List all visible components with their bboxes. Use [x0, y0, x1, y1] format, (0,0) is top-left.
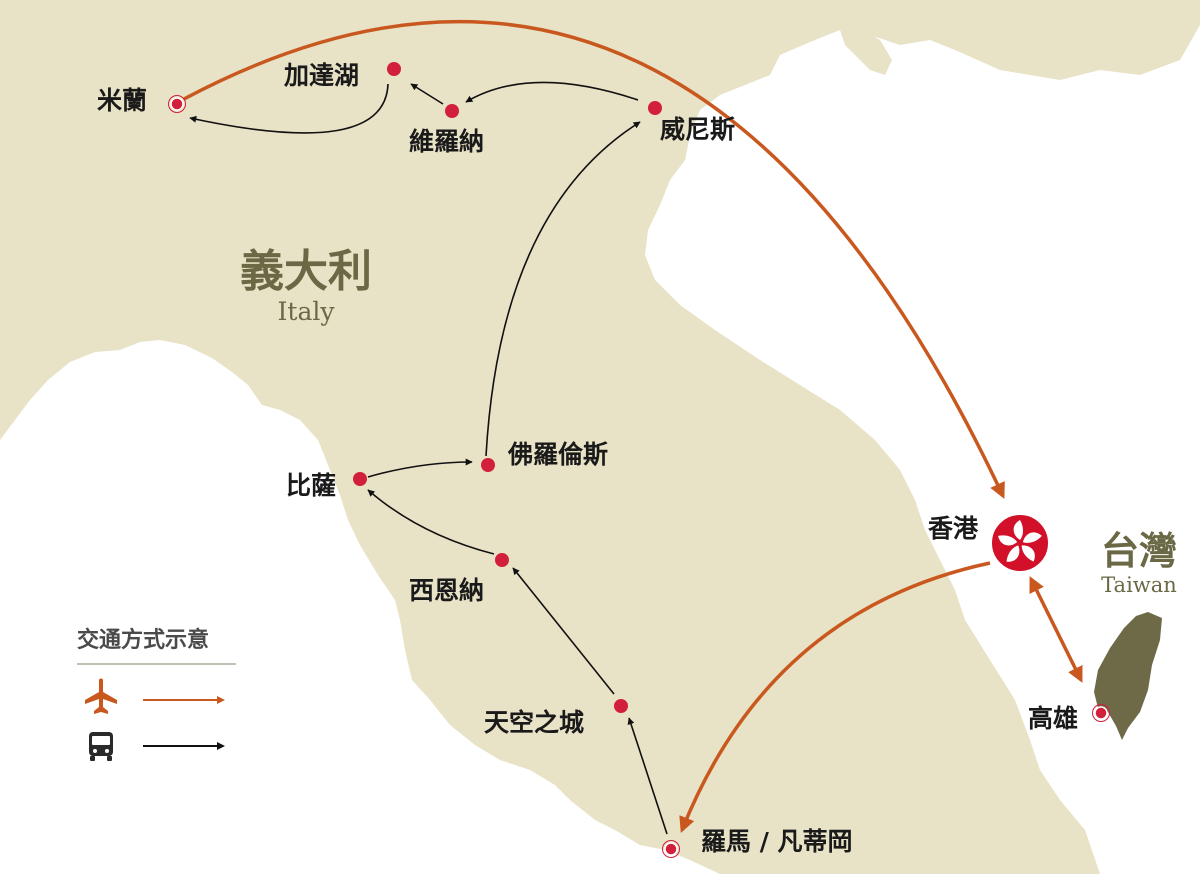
city-label-milan: 米蘭 [97, 86, 147, 115]
city-marker-venice [648, 101, 662, 115]
country-label-taiwan: 台灣 [1101, 528, 1177, 573]
route-bus-garda-milan [189, 83, 389, 134]
route-bus-civita-siena [512, 567, 615, 695]
route-bus-verona-garda [410, 83, 444, 105]
city-marker-civita [614, 699, 628, 713]
bus-icon [89, 732, 113, 761]
city-label-pisa: 比薩 [286, 471, 336, 500]
city-label-hongkong: 香港 [928, 514, 979, 543]
city-label-siena: 西恩納 [409, 576, 484, 605]
city-label-civita: 天空之城 [484, 708, 584, 737]
legend-title: 交通方式示意 [77, 627, 209, 653]
route-bus-siena-pisa [367, 489, 495, 555]
city-label-garda: 加達湖 [283, 61, 359, 90]
route-bus-pisa-florence [367, 458, 473, 478]
hongkong-flag-icon [990, 513, 1050, 573]
route-bus-florence-venice [485, 121, 641, 457]
route-flight-hongkong-kaohsiung [1029, 576, 1083, 683]
city-label-florence: 佛羅倫斯 [507, 440, 608, 469]
city-marker-pisa [353, 472, 367, 486]
city-marker-verona [445, 104, 459, 118]
city-marker-milan [168, 95, 186, 113]
city-label-verona: 維羅納 [409, 127, 484, 156]
land-taiwan [1094, 612, 1162, 740]
country-label-italy-en: Italy [278, 297, 336, 326]
route-bus-rome-civita [627, 717, 668, 835]
city-label-rome: 羅馬 / 凡蒂岡 [701, 827, 853, 856]
route-flight-hongkong-rome [679, 561, 991, 833]
land-istria [840, 28, 892, 75]
legend-flight-arrowhead [217, 696, 225, 704]
route-bus-venice-verona [465, 81, 639, 103]
city-marker-rome [662, 840, 680, 858]
legend-bus-arrowhead [217, 742, 225, 750]
city-label-kaohsiung: 高雄 [1028, 704, 1078, 733]
city-marker-siena [495, 553, 509, 567]
country-label-taiwan-en: Taiwan [1101, 573, 1177, 597]
country-label-italy: 義大利 [240, 246, 372, 297]
legend: 交通方式示意 [77, 627, 236, 761]
route-flight-milan-hongkong [183, 19, 1005, 499]
city-marker-florence [481, 458, 495, 472]
city-marker-kaohsiung [1092, 704, 1110, 722]
city-marker-garda [387, 62, 401, 76]
city-label-venice: 威尼斯 [660, 115, 735, 144]
airplane-icon [85, 678, 117, 714]
